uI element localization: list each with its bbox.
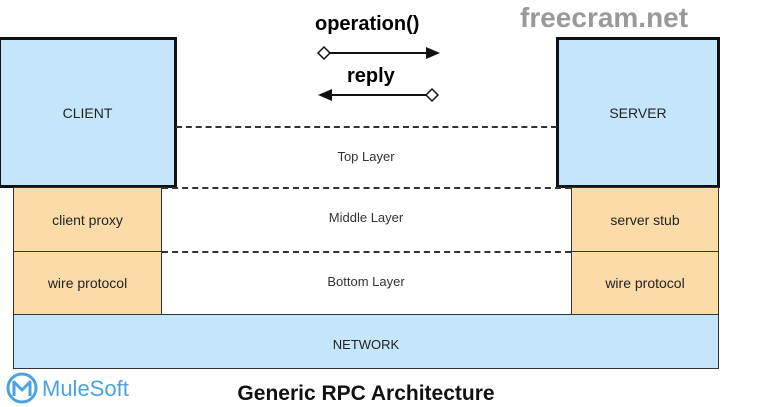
server-wire-protocol-label: wire protocol — [605, 275, 685, 291]
server-box: SERVER — [556, 37, 720, 188]
bottom-layer-divider — [162, 251, 571, 253]
client-proxy-box: client proxy — [13, 187, 162, 252]
watermark-text: freecram.net — [520, 2, 689, 33]
top-layer-label: Top Layer — [337, 149, 395, 164]
server-label: SERVER — [609, 104, 667, 121]
middle-layer-divider — [162, 187, 571, 189]
diagram-caption: Generic RPC Architecture — [237, 382, 495, 405]
server-wire-protocol-box: wire protocol — [571, 251, 719, 315]
reply-label: reply — [347, 65, 395, 87]
network-box: NETWORK — [13, 314, 719, 369]
operation-label: operation() — [315, 13, 420, 35]
client-proxy-label: client proxy — [52, 211, 123, 228]
mulesoft-logo-text: MuleSoft — [42, 376, 129, 401]
network-label: NETWORK — [332, 337, 400, 352]
request-arrow-icon — [316, 45, 440, 61]
client-label: CLIENT — [62, 104, 113, 121]
top-layer-divider — [176, 126, 557, 128]
mulesoft-logo-icon — [6, 372, 38, 404]
client-box: CLIENT — [0, 37, 177, 188]
server-stub-label: server stub — [610, 211, 680, 228]
client-wire-protocol-label: wire protocol — [47, 275, 128, 291]
reply-arrow-icon — [318, 87, 440, 103]
middle-layer-label: Middle Layer — [328, 210, 404, 225]
server-stub-box: server stub — [571, 187, 719, 252]
bottom-layer-label: Bottom Layer — [327, 274, 405, 289]
